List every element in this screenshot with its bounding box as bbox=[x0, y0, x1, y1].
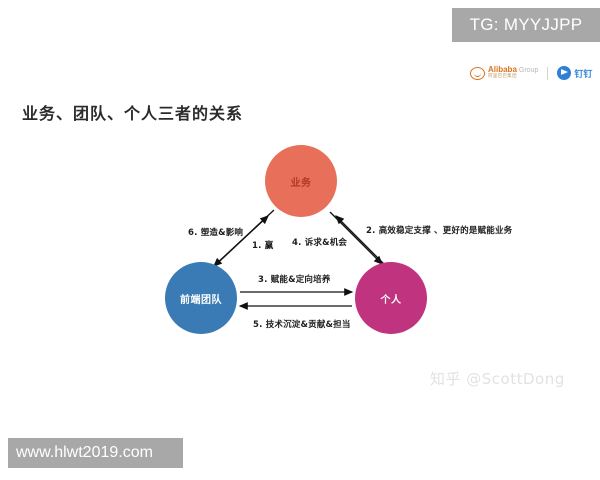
edge-label-4: 4. 诉求&机会 bbox=[292, 238, 348, 248]
edge-label-6: 6. 塑造&影响 bbox=[188, 228, 244, 238]
dingtalk-logo: 钉钉 bbox=[557, 66, 592, 80]
zhihu-watermark: 知乎 @ScottDong bbox=[430, 370, 565, 388]
url-watermark-banner: www.hlwt2019.com bbox=[8, 438, 183, 468]
dingtalk-name-text: 钉钉 bbox=[574, 69, 593, 80]
edge-label-1: 1. 赢 bbox=[252, 241, 274, 251]
edge-label-3: 3. 赋能&定向培养 bbox=[258, 275, 331, 285]
page-title: 业务、团队、个人三者的关系 bbox=[22, 104, 244, 123]
alibaba-mark-icon bbox=[470, 66, 485, 80]
node-business[interactable]: 业务 bbox=[265, 145, 337, 217]
tg-watermark-banner: TG: MYYJJPP bbox=[452, 8, 600, 42]
edge-label-5: 5. 技术沉淀&贡献&担当 bbox=[253, 320, 351, 330]
brand-logos: Alibaba Group 阿里巴巴集团 钉钉 bbox=[470, 66, 592, 80]
alibaba-group-text: Group bbox=[518, 67, 539, 75]
node-person[interactable]: 个人 bbox=[355, 262, 427, 334]
url-watermark-text: www.hlwt2019.com bbox=[16, 444, 153, 461]
tg-watermark-text: TG: MYYJJPP bbox=[469, 15, 583, 34]
alibaba-chinese-text: 阿里巴巴集团 bbox=[488, 74, 517, 80]
alibaba-name-text: Alibaba bbox=[488, 65, 517, 75]
node-team-label: 前端团队 bbox=[180, 294, 222, 306]
dingtalk-mark-icon bbox=[557, 66, 572, 80]
node-person-label: 个人 bbox=[380, 294, 402, 306]
node-team[interactable]: 前端团队 bbox=[165, 262, 237, 334]
edge-label-2: 2. 高效稳定支撑 、更好的是赋能业务 bbox=[366, 226, 513, 236]
node-business-label: 业务 bbox=[290, 177, 312, 189]
alibaba-logo: Alibaba Group 阿里巴巴集团 bbox=[470, 66, 538, 80]
logo-divider bbox=[547, 66, 549, 80]
alibaba-wordmark: Alibaba Group 阿里巴巴集团 bbox=[488, 66, 538, 80]
